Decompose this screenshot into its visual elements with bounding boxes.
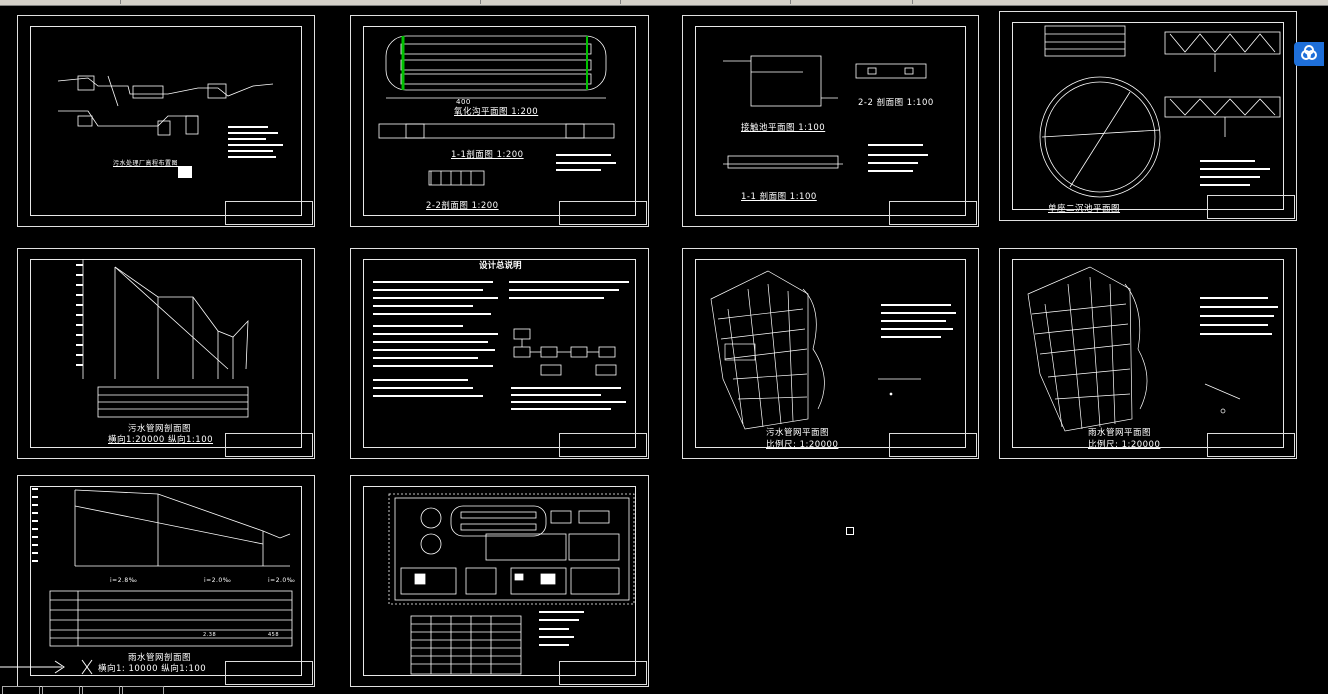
title-block [559, 433, 647, 457]
gradient-label-2: i=2.0‰ [204, 577, 232, 584]
sheet-scale: 比例尺: 1:20000 [1088, 440, 1161, 450]
sheet-title-section-1: 1-1剖面图 1:200 [451, 150, 524, 160]
gradient-label-3: i=2.0‰ [268, 577, 296, 584]
sheet-border [695, 26, 966, 216]
sheet-title-section-1: 1-1 剖面图 1:100 [741, 192, 817, 202]
title-block [225, 433, 313, 457]
title-block [559, 661, 647, 685]
sewage-profile-drawing [76, 259, 249, 418]
sheet-scale: 横向1:20000 纵向1:100 [108, 435, 214, 445]
sheet-title: 雨水管网剖面图 [128, 653, 192, 663]
drawing-sheet-sewage-network[interactable]: 污水管网平面图 比例尺: 1:20000 [682, 248, 979, 459]
sheet-title: 污水管网剖面图 [128, 424, 192, 434]
rainwater-profile-drawing [32, 488, 293, 647]
sheet-border [1012, 22, 1284, 210]
drawing-sheet-site-plan[interactable] [350, 475, 649, 687]
title-block [225, 661, 313, 685]
ucs-icon [0, 659, 93, 675]
sheet-title: 雨水管网平面图 [1088, 428, 1152, 438]
toolbar-separator [790, 0, 791, 4]
oxidation-ditch-drawing [378, 35, 616, 186]
sewage-network-drawing [710, 270, 956, 430]
sheet-title: 污水管网平面图 [766, 428, 830, 438]
toolbar-separator [620, 0, 621, 4]
sheet-caption: 污水处理厂高程布置图 [113, 160, 179, 167]
sheet-border [363, 26, 636, 216]
sheet-border [695, 259, 966, 448]
sheet-scale: 横向1: 10000 纵向1:100 [98, 664, 207, 674]
sheet-title-plan: 氧化沟平面图 1:200 [454, 107, 539, 117]
drawing-sheet-contact-tank[interactable]: 接触池平面图 1:100 2-2 剖面图 1:100 1-1 剖面图 1:100 [682, 15, 979, 227]
tab-model[interactable] [2, 686, 40, 694]
sheet-title-plan: 单座二沉池平面图 [1048, 204, 1121, 214]
sheet-title-plan: 接触池平面图 1:100 [741, 123, 826, 133]
gradient-label-1: i=2.8‰ [110, 577, 138, 584]
toolbar-separator [480, 0, 481, 4]
tab-layout-1[interactable] [42, 686, 80, 694]
sheet-scale: 比例尺: 1:20000 [766, 440, 839, 450]
sheet-border [363, 259, 636, 448]
tab-layout-3[interactable] [122, 686, 164, 694]
table-value-1: 2.38 [203, 632, 217, 638]
title-block [1207, 433, 1295, 457]
title-block [225, 201, 313, 225]
sheet-title-section-2: 2-2 剖面图 1:100 [858, 98, 934, 108]
title-block [889, 433, 977, 457]
drawing-sheet-oxidation-ditch[interactable]: 400 氧化沟平面图 1:200 1-1剖面图 1:200 2-2剖面图 1:2… [350, 15, 649, 227]
drawing-sheet-clarifier[interactable]: 单座二沉池平面图 [999, 11, 1297, 221]
rainwater-network-drawing [1027, 266, 1278, 432]
cloud-sync-icon-glyph [1301, 45, 1317, 60]
site-plan-drawing [388, 493, 635, 675]
layout-tabs [0, 686, 200, 694]
drawing-sheet-design-notes[interactable]: 设计总说明 [350, 248, 649, 459]
crosshair-cursor [846, 527, 854, 535]
title-block [1207, 195, 1295, 219]
title-block [889, 201, 977, 225]
sheet-title: 设计总说明 [479, 261, 522, 271]
toolbar-separator [120, 0, 121, 4]
clarifier-drawing [1039, 25, 1281, 198]
title-block [559, 201, 647, 225]
drawing-sheet-elevation-layout[interactable]: 污水处理厂高程布置图 [17, 15, 315, 227]
toolbar-separator [912, 0, 913, 4]
sheet-border [30, 486, 302, 676]
sheet-border [363, 486, 636, 676]
elevation-drawing [57, 75, 283, 178]
sheet-border [30, 259, 302, 448]
drawing-sheet-sewage-profile[interactable]: 污水管网剖面图 横向1:20000 纵向1:100 [17, 248, 315, 459]
sheet-title-section-2: 2-2剖面图 1:200 [426, 201, 499, 211]
drawing-sheet-rainwater-network[interactable]: 雨水管网平面图 比例尺: 1:20000 [999, 248, 1297, 459]
dimension-label: 400 [456, 98, 471, 106]
tab-layout-2[interactable] [82, 686, 120, 694]
table-value-2: 458 [268, 632, 280, 638]
sheet-border [1012, 259, 1284, 448]
cloud-sync-icon[interactable] [1294, 42, 1324, 66]
sheet-border [30, 26, 302, 216]
design-notes-drawing [373, 281, 629, 410]
drawing-sheet-rainwater-profile[interactable]: i=2.8‰ i=2.0‰ i=2.0‰ 2.38 458 雨水管网剖面图 横向… [17, 475, 315, 687]
toolbar-strip [0, 0, 1328, 6]
contact-tank-drawing [723, 55, 928, 172]
